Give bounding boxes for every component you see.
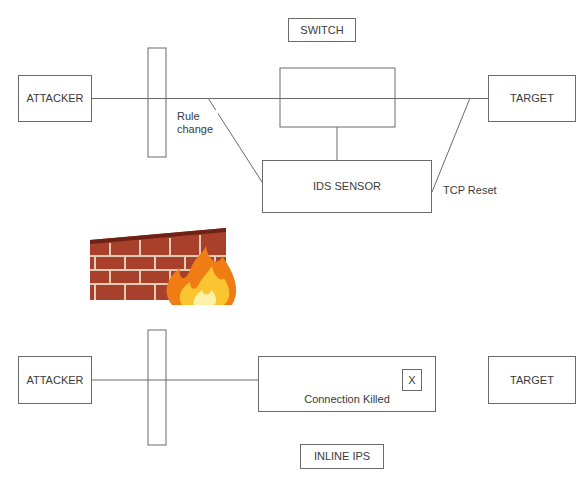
node-text: TARGET xyxy=(510,92,554,105)
node-text: TARGET xyxy=(510,374,554,387)
tcp-reset-line xyxy=(432,98,470,192)
attacker-box: ATTACKER xyxy=(18,356,92,404)
network-link xyxy=(92,380,258,381)
node-text: IDS SENSOR xyxy=(313,180,381,193)
inline-ips-label-box: INLINE IPS xyxy=(300,444,384,469)
line-label: Rule change xyxy=(176,110,218,136)
switch-box xyxy=(280,68,395,127)
firewall-bar xyxy=(148,330,166,445)
ids-sensor-box: IDS SENSOR xyxy=(262,160,432,213)
target-box: TARGET xyxy=(488,75,576,122)
node-text: SWITCH xyxy=(300,24,343,37)
node-text: ATTACKER xyxy=(26,374,83,387)
switch-label-box: SWITCH xyxy=(288,18,356,42)
inline-ips-box: Connection Killed X xyxy=(258,356,436,412)
node-text: ATTACKER xyxy=(26,92,83,105)
node-text: INLINE IPS xyxy=(314,450,370,463)
node-text: Connection Killed xyxy=(259,393,435,406)
sensor-tap xyxy=(337,127,338,160)
target-box: TARGET xyxy=(488,356,576,404)
kill-mark-box: X xyxy=(402,369,422,391)
node-text: X xyxy=(408,374,415,387)
firewall-illustration xyxy=(90,228,236,305)
firewall-bar xyxy=(148,48,166,157)
attacker-box: ATTACKER xyxy=(18,75,92,122)
line-label: TCP Reset xyxy=(442,184,498,197)
network-link xyxy=(92,98,488,99)
